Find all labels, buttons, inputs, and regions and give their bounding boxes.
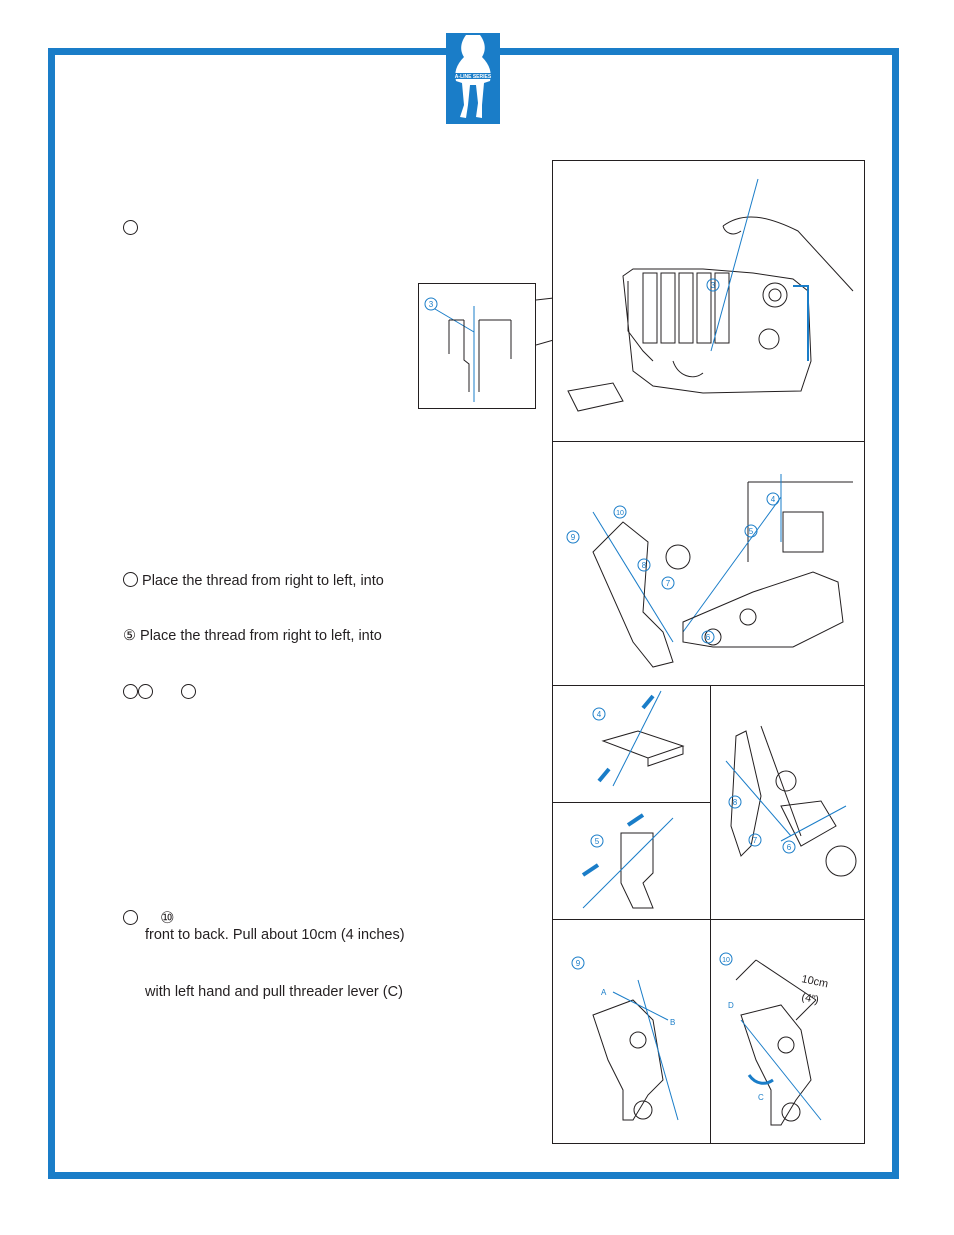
fig6-label-b: B bbox=[670, 1018, 675, 1027]
fig2-callout-6: 6 bbox=[706, 633, 711, 642]
fig6-label-a: A bbox=[601, 988, 607, 997]
figure-step-9: 9 A B bbox=[552, 919, 711, 1144]
step-910-line2: with left hand and pull threader lever (… bbox=[145, 984, 403, 1000]
inset-detail: 3 bbox=[418, 283, 536, 409]
figure-guide-4: 4 bbox=[552, 685, 711, 803]
figure-threading-overview: 3 bbox=[552, 160, 865, 442]
inset-callout: 3 bbox=[429, 300, 434, 309]
figure-thread-path: 4 5 6 7 8 9 10 bbox=[552, 441, 865, 686]
brand-logo: A-LINE SERIES bbox=[446, 33, 500, 124]
fig3-callout-4: 4 bbox=[597, 710, 602, 719]
fig6-callout-9: 9 bbox=[576, 959, 581, 968]
logo-text: A-LINE SERIES bbox=[455, 74, 492, 80]
step-5-marker: ⑤ bbox=[123, 628, 136, 644]
fig7-callout-10: 10 bbox=[722, 957, 730, 964]
fig7-label-d: D bbox=[728, 1001, 734, 1010]
step-5: ⑤ Place the thread from right to left, i… bbox=[123, 628, 382, 644]
figure-guides-678: 8 7 6 bbox=[710, 685, 865, 920]
figure-guide-5: 5 bbox=[552, 802, 711, 920]
step-4-marker bbox=[123, 572, 138, 587]
step-9-marker bbox=[123, 910, 138, 925]
fig2-callout-8: 8 bbox=[642, 561, 647, 570]
step-5-text: Place the thread from right to left, int… bbox=[140, 628, 382, 644]
fig5-callout-7: 7 bbox=[753, 836, 758, 845]
step-4-text: Place the thread from right to left, int… bbox=[142, 573, 384, 589]
step-3-marker bbox=[123, 220, 138, 235]
step-8-marker bbox=[181, 684, 197, 699]
fig2-callout-9: 9 bbox=[571, 533, 576, 542]
fig1-callout: 3 bbox=[711, 281, 716, 290]
step-3 bbox=[123, 220, 138, 237]
fig5-callout-6: 6 bbox=[787, 843, 792, 852]
fig5-callout-8: 8 bbox=[733, 798, 738, 807]
step-7-marker bbox=[138, 684, 153, 699]
fig2-callout-4: 4 bbox=[771, 495, 776, 504]
step-910-header: ⑩ bbox=[123, 908, 174, 928]
step-4: Place the thread from right to left, int… bbox=[123, 572, 384, 589]
fig2-callout-10: 10 bbox=[616, 510, 624, 517]
fig7-label-c: C bbox=[758, 1093, 764, 1102]
step-678 bbox=[123, 684, 197, 701]
step-910-line1: front to back. Pull about 10cm (4 inches… bbox=[145, 927, 405, 943]
fig2-callout-5: 5 bbox=[749, 527, 754, 536]
fig2-callout-7: 7 bbox=[666, 579, 671, 588]
step-6-marker bbox=[123, 684, 138, 699]
figure-step-10: 10 10cm (4") D C bbox=[710, 919, 865, 1144]
fig7-measure: 10cm bbox=[800, 973, 829, 990]
step-10-marker: ⑩ bbox=[160, 910, 175, 927]
fig4-callout-5: 5 bbox=[595, 837, 600, 846]
fig7-measure-in: (4") bbox=[800, 991, 819, 1006]
